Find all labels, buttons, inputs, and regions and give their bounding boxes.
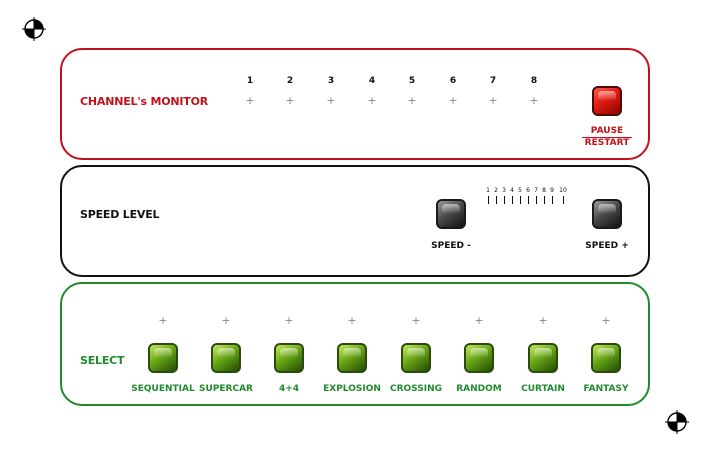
speed-level-tick: 4 — [508, 187, 516, 204]
speed-level-number: 3 — [502, 187, 506, 194]
channel-led: + — [285, 94, 295, 107]
speed-level-tick: 7 — [532, 187, 540, 204]
channel-indicator-8: 8 + — [524, 76, 544, 107]
channel-indicator-1: 1 + — [240, 76, 260, 107]
mode-label-supercar: SUPERCAR — [199, 384, 253, 394]
speed-plus-button[interactable] — [592, 199, 622, 229]
speed-minus-button[interactable] — [436, 199, 466, 229]
select-panel: SELECT + SEQUENTIAL + SUPERCAR + 4+4 + E… — [60, 282, 650, 406]
mode-led-fantasy: + — [601, 314, 611, 327]
speed-level-number: 7 — [534, 187, 538, 194]
mode-button-random[interactable] — [464, 343, 494, 373]
mode-label-random: RANDOM — [456, 384, 502, 394]
mode-label-curtain: CURTAIN — [521, 384, 565, 394]
channel-indicator-2: 2 + — [280, 76, 300, 107]
mode-label-crossing: CROSSING — [389, 384, 442, 394]
speed-plus-label: SPEED + — [585, 241, 629, 251]
channel-led: + — [245, 94, 255, 107]
mode-button-4plus4[interactable] — [274, 343, 304, 373]
mode-button-crossing[interactable] — [401, 343, 431, 373]
mode-button-explosion[interactable] — [337, 343, 367, 373]
channel-number: 3 — [327, 76, 335, 86]
select-title: SELECT — [80, 354, 125, 367]
channel-number: 6 — [449, 76, 457, 86]
channel-number: 8 — [530, 76, 538, 86]
speed-level-number: 8 — [542, 187, 546, 194]
pause-restart-label: PAUSE RESTART — [582, 126, 632, 148]
mode-label-fantasy: FANTASY — [583, 384, 629, 394]
channel-indicator-6: 6 + — [443, 76, 463, 107]
channel-led: + — [407, 94, 417, 107]
mode-label-sequential: SEQUENTIAL — [131, 384, 195, 394]
mode-led-supercar: + — [221, 314, 231, 327]
channel-number: 5 — [408, 76, 416, 86]
mode-label-explosion: EXPLOSION — [323, 384, 381, 394]
channels-monitor-panel: CHANNEL's MONITOR 1 + 2 + 3 + 4 + 5 + 6 … — [60, 48, 650, 160]
speed-minus-label: SPEED - — [431, 241, 471, 251]
channel-number: 4 — [368, 76, 376, 86]
speed-level-number: 5 — [518, 187, 522, 194]
mode-label-4plus4: 4+4 — [278, 384, 300, 394]
channel-indicator-5: 5 + — [402, 76, 422, 107]
channel-led: + — [488, 94, 498, 107]
speed-title: SPEED LEVEL — [80, 208, 160, 221]
speed-level-number: 2 — [494, 187, 498, 194]
mode-led-random: + — [474, 314, 484, 327]
channel-indicator-3: 3 + — [321, 76, 341, 107]
channel-led: + — [529, 94, 539, 107]
monitor-title: CHANNEL's MONITOR — [80, 95, 208, 108]
mode-button-supercar[interactable] — [211, 343, 241, 373]
channel-led: + — [448, 94, 458, 107]
speed-level-number: 9 — [550, 187, 554, 194]
speed-level-tick: 2 — [492, 187, 500, 204]
channel-number: 2 — [286, 76, 294, 86]
speed-level-number: 1 — [486, 187, 490, 194]
mode-led-explosion: + — [347, 314, 357, 327]
mode-button-curtain[interactable] — [528, 343, 558, 373]
channel-number: 7 — [489, 76, 497, 86]
mode-button-fantasy[interactable] — [591, 343, 621, 373]
mode-led-crossing: + — [411, 314, 421, 327]
speed-level-tick: 5 — [516, 187, 524, 204]
speed-level-tick: 9 — [548, 187, 556, 204]
mode-led-curtain: + — [538, 314, 548, 327]
channel-indicator-7: 7 + — [483, 76, 503, 107]
restart-label: RESTART — [582, 137, 632, 148]
speed-level-tick: 3 — [500, 187, 508, 204]
pause-restart-button[interactable] — [592, 86, 622, 116]
registration-mark-icon — [22, 17, 46, 41]
speed-level-tick: 10 — [557, 187, 569, 204]
mode-led-4plus4: + — [284, 314, 294, 327]
channel-led: + — [367, 94, 377, 107]
speed-level-tick: 8 — [540, 187, 548, 204]
speed-level-panel: SPEED LEVEL 1 2 3 4 5 6 7 8 9 10 SPEED -… — [60, 165, 650, 277]
channel-number: 1 — [246, 76, 254, 86]
speed-level-tick: 1 — [484, 187, 492, 204]
speed-level-tick: 6 — [524, 187, 532, 204]
speed-level-number: 4 — [510, 187, 514, 194]
mode-button-sequential[interactable] — [148, 343, 178, 373]
channel-led: + — [326, 94, 336, 107]
registration-mark-icon — [665, 410, 689, 434]
speed-level-number: 10 — [559, 187, 567, 194]
channel-indicator-4: 4 + — [362, 76, 382, 107]
mode-led-sequential: + — [158, 314, 168, 327]
pause-label: PAUSE — [590, 126, 624, 136]
speed-level-number: 6 — [526, 187, 530, 194]
